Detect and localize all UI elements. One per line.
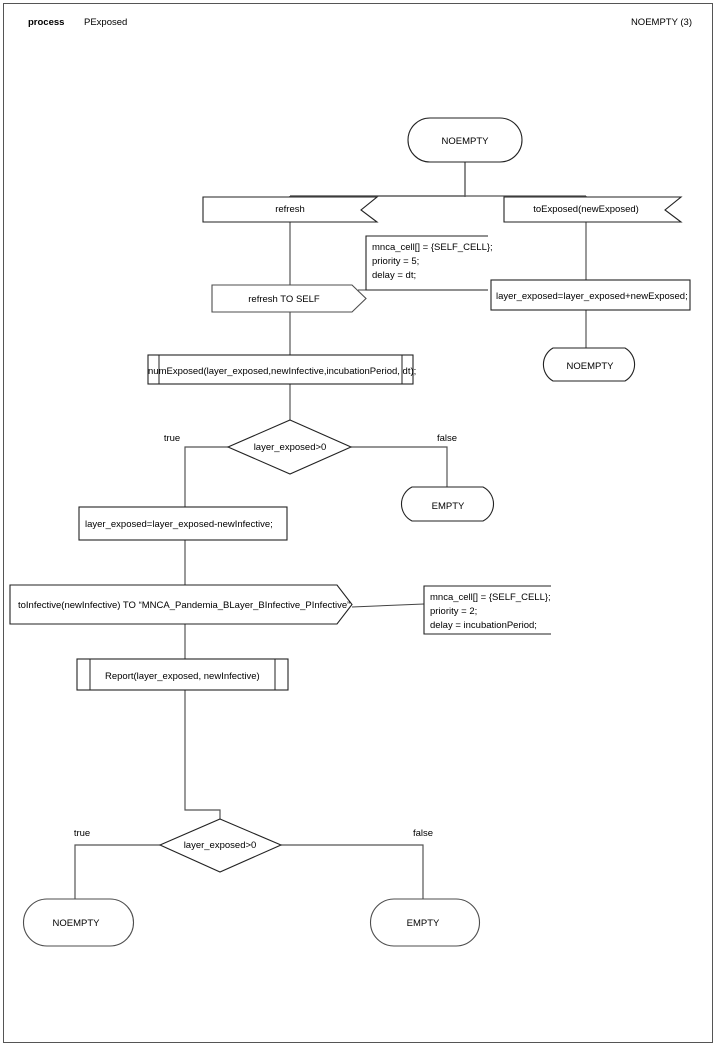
comment-toinfective-line2: priority = 2;	[430, 606, 477, 617]
output-toinfective[interactable]: toInfective(newInfective) TO “MNCA_Pande…	[9, 584, 353, 625]
header-page-label: NOEMPTY (3)	[630, 17, 692, 28]
connector-comment-infective-leader	[351, 603, 425, 608]
decision-bottom-label: layer_exposed>0	[184, 840, 257, 851]
connector-dec-top-true	[184, 446, 228, 507]
connector-dec-top-false	[351, 446, 448, 487]
state-noempty-right-label: NOEMPTY	[567, 361, 615, 372]
output-toinfective-label: toInfective(newInfective) TO “MNCA_Pande…	[18, 600, 350, 611]
comment-refresh-line1: mnca_cell[] = {SELF_CELL};	[372, 242, 493, 253]
decision-bottom-true-label: true	[74, 828, 90, 839]
input-refresh-label: refresh	[275, 204, 305, 215]
connector-dec-bot-false	[281, 844, 424, 899]
decision-bottom[interactable]: layer_exposed>0	[158, 818, 283, 873]
comment-toinfective-line1: mnca_cell[] = {SELF_CELL};	[430, 592, 551, 603]
procedure-report-label: Report(layer_exposed, newInfective)	[105, 671, 260, 682]
state-noempty-right[interactable]: NOEMPTY	[542, 347, 636, 382]
input-toexposed-label: toExposed(newExposed)	[533, 204, 639, 215]
decision-bottom-false-label: false	[413, 828, 433, 839]
state-empty-bottom[interactable]: EMPTY	[370, 898, 480, 947]
task-sub-infective[interactable]: layer_exposed=layer_exposed-newInfective…	[78, 506, 288, 541]
procedure-report[interactable]: Report(layer_exposed, newInfective)	[76, 658, 289, 691]
decision-top-label: layer_exposed>0	[254, 442, 327, 453]
task-add-exposed[interactable]: layer_exposed=layer_exposed+newExposed;	[490, 279, 691, 311]
decision-top[interactable]: layer_exposed>0	[226, 419, 353, 475]
task-sub-infective-label: layer_exposed=layer_exposed-newInfective…	[85, 519, 273, 530]
connector-dec-bot-true	[74, 844, 160, 899]
connector-report-to-bottom-decision	[184, 690, 221, 826]
comment-refresh-line3: delay = dt;	[372, 270, 416, 281]
input-refresh[interactable]: refresh	[202, 196, 379, 223]
decision-top-true-label: true	[164, 433, 180, 444]
comment-toinfective: mnca_cell[] = {SELF_CELL}; priority = 2;…	[423, 585, 551, 635]
output-refresh-to-self[interactable]: refresh TO SELF	[211, 284, 367, 313]
decision-top-false-label: false	[437, 433, 457, 444]
connector-start-left-branch	[289, 162, 466, 197]
output-refresh-to-self-label: refresh TO SELF	[248, 294, 320, 305]
task-add-exposed-label: layer_exposed=layer_exposed+newExposed;	[496, 291, 688, 302]
state-noempty-start[interactable]: NOEMPTY	[407, 117, 523, 163]
input-toexposed[interactable]: toExposed(newExposed)	[503, 196, 683, 223]
procedure-numexposed[interactable]: numExposed(layer_exposed,newInfective,in…	[147, 354, 416, 385]
comment-refresh: mnca_cell[] = {SELF_CELL}; priority = 5;…	[365, 235, 493, 291]
state-empty-bottom-label: EMPTY	[407, 918, 440, 929]
header-kind-label: process	[28, 17, 65, 28]
state-noempty-bottom[interactable]: NOEMPTY	[23, 898, 134, 947]
procedure-numexposed-label: numExposed(layer_exposed,newInfective,in…	[148, 366, 416, 377]
state-noempty-start-label: NOEMPTY	[442, 136, 490, 147]
comment-toinfective-line3: delay = incubationPeriod;	[430, 620, 537, 631]
state-empty-top[interactable]: EMPTY	[400, 486, 495, 522]
comment-refresh-line2: priority = 5;	[372, 256, 419, 267]
header-process-name: PExposed	[84, 17, 128, 28]
state-noempty-bottom-label: NOEMPTY	[53, 918, 101, 929]
state-empty-top-label: EMPTY	[432, 501, 465, 512]
